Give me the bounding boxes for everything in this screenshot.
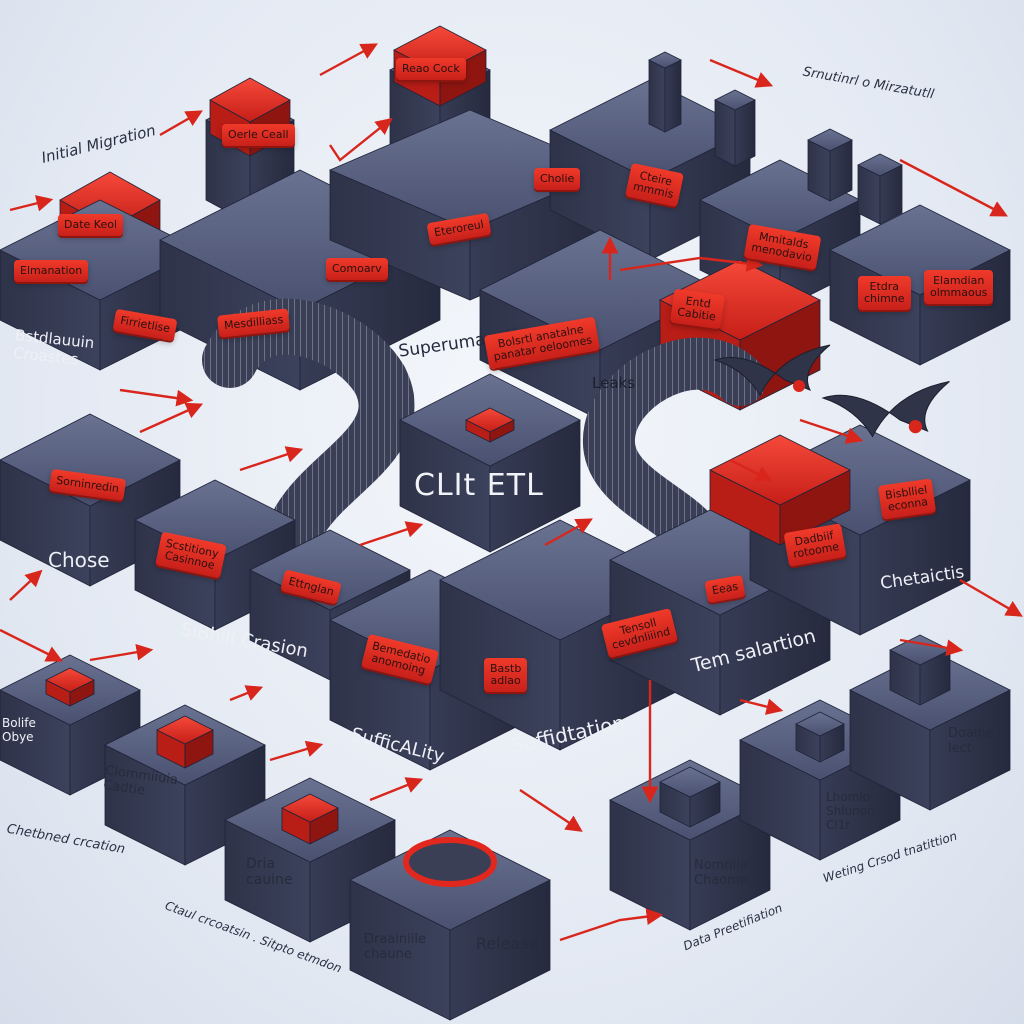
hub-emblem-top-face [465, 407, 515, 433]
platform-label-clit-etl: CLIt ETL [414, 468, 544, 503]
block-label-lhomlo: Lhomlo Shlunon Cl1r [826, 790, 875, 832]
prop-server-stack [889, 634, 951, 706]
bird-left-red-accent [793, 380, 805, 392]
cube-dadbiif-top-face [709, 434, 851, 506]
arrow-left-mid [119, 388, 194, 407]
server-stack-a-top-face [648, 51, 682, 69]
cube-oerle-top-face [209, 77, 291, 123]
arrow-to-bisblliel [799, 418, 864, 444]
arrow-left-low [0, 628, 64, 662]
arrow-to-clommiiuia [89, 643, 154, 662]
prop-red-stack [281, 793, 339, 845]
tag-oerle-ceall: Oerle Ceall [222, 124, 295, 146]
coil-left [202, 298, 415, 548]
arrow-to-sibhill [269, 740, 324, 762]
arrow-initial [9, 195, 54, 212]
coil-right [583, 337, 766, 556]
arrow-to-oerle [159, 110, 203, 137]
prop-disk-drive [659, 766, 721, 828]
server-stack-d [857, 153, 903, 225]
server-stack-b-left-face [714, 99, 736, 167]
tag-cholie: Cholie [534, 168, 581, 190]
arrow-to-coil [239, 446, 304, 472]
block-label-draainiile: Draainiile chaune [364, 932, 426, 962]
block-label-release: Release [476, 934, 539, 953]
hub-emblem [465, 407, 515, 443]
arrow-to-firrie [139, 402, 204, 434]
prop-red-slab [45, 667, 95, 707]
server-stack-c [807, 128, 853, 202]
arrow-release-right [519, 789, 583, 832]
prop-red-stack-top-face [281, 793, 339, 823]
arrow-hub-right [544, 518, 593, 547]
platform-label-chose: Chose [48, 548, 110, 572]
arrow-right-edge [959, 578, 1023, 617]
arrow-top-right [899, 158, 1008, 217]
server-stack-a [648, 51, 682, 133]
tag-entd-cabitie: Entd Cabitie [669, 288, 725, 330]
server-stack-a-left-face [648, 59, 666, 133]
arrow-release-nomnila [559, 908, 664, 942]
arrow-bolstrl-right [619, 255, 764, 272]
arrow-to-lhomlo [739, 698, 784, 715]
platform-label-leaks: Leaks [592, 374, 636, 392]
tag-date-keol: Date Keol [58, 214, 124, 236]
tag-elmanation: Elmanation [14, 260, 89, 282]
block-label-dria-cauine: Dria cauine [246, 856, 293, 888]
tag-comoarv: Comoarv [326, 258, 388, 280]
block-label-nomnila: Nomnila Chaome [694, 858, 748, 888]
server-stack-a-right-face [664, 59, 682, 133]
server-stack-b [714, 89, 756, 167]
server-stack-c-top-face [807, 128, 853, 152]
arrow-dria-release [369, 777, 424, 802]
arrow-to-server [709, 58, 774, 88]
prop-server-stack-top-face [889, 634, 951, 666]
tag-elamdian: Elamdian olmmaous [924, 270, 994, 304]
block-nomnila [609, 759, 771, 931]
prop-red-coil-top-face [156, 715, 214, 745]
block-label-doaihe-lect: Doaihe lect [948, 726, 994, 756]
tag-reao-cock: Reao Cock [396, 58, 466, 80]
platform-chose-top-face [0, 413, 181, 507]
arrow-oerle-reao [329, 117, 393, 162]
arrow-left-edge [9, 569, 43, 601]
arrow-clommiiuia-out [229, 685, 264, 702]
prop-red-slab-top-face [45, 667, 95, 693]
server-stack-d-top-face [857, 153, 903, 177]
prop-disk-drive-top-face [659, 766, 721, 798]
cube-dadbiif [709, 434, 851, 546]
prop-small-server [795, 711, 845, 763]
prop-disc [403, 837, 497, 887]
bird-right [821, 381, 950, 438]
arrow-to-doaihe [899, 638, 964, 657]
server-stack-b-right-face [734, 99, 756, 167]
arrow-to-hub [359, 521, 424, 547]
tag-bastb-adlao: Bastb adlao [484, 658, 528, 692]
prop-small-server-top-face [795, 711, 845, 737]
block-label-bolife-obye: Bolife Obye [2, 716, 36, 744]
tag-etdra-chimne: Etdra chimne [858, 276, 911, 310]
bird-right-red-accent [908, 420, 923, 434]
server-stack-b-top-face [714, 89, 756, 111]
arrow-to-reao [319, 43, 378, 77]
prop-red-coil [156, 715, 214, 769]
arrow-to-dadbiif [729, 458, 774, 482]
